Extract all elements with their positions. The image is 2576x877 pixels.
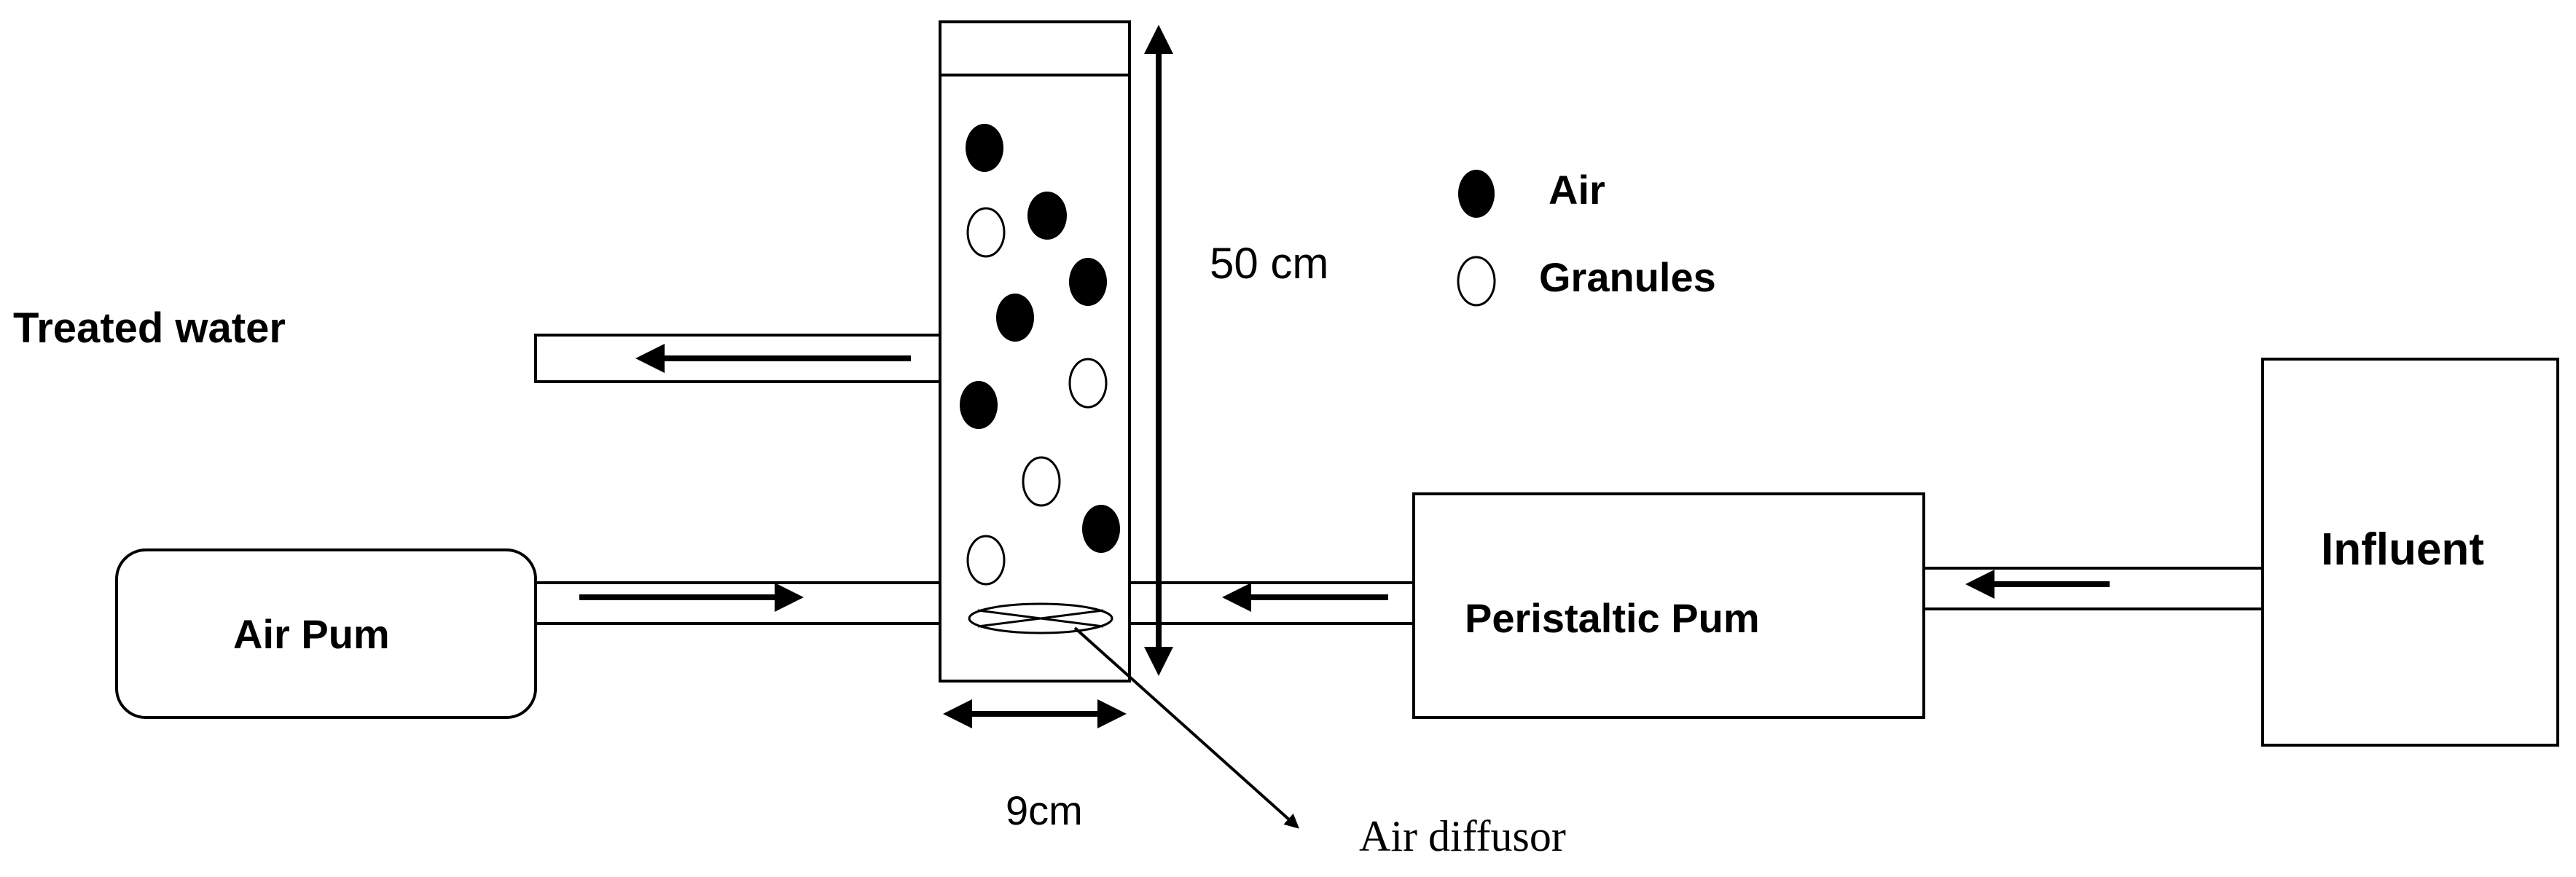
air-bubble	[1069, 258, 1107, 306]
influent-tank	[2261, 358, 2559, 747]
granule	[1068, 358, 1108, 409]
influent-label: Influent	[2321, 524, 2484, 575]
air-bubble	[1027, 192, 1067, 240]
air-diffuser	[968, 602, 1113, 634]
reactor-column	[939, 20, 1131, 683]
air-bubble	[1082, 505, 1120, 553]
granule	[966, 535, 1006, 586]
air-pump-label: Air Pum	[233, 611, 390, 657]
peristaltic-pump-label: Peristaltic Pum	[1465, 595, 1760, 641]
influent-pipe	[1922, 567, 2264, 610]
air-diffusor-label: Air diffusor	[1359, 812, 1566, 860]
granule	[1022, 456, 1061, 507]
air-bubble	[966, 124, 1003, 172]
width-label: 9cm	[1006, 787, 1083, 833]
air-diffusor-leader-arrow	[1073, 626, 1299, 829]
height-label: 50 cm	[1210, 239, 1328, 288]
air-bubble	[960, 381, 998, 429]
legend-granules-label: Granules	[1539, 254, 1716, 300]
legend-granule-symbol	[1457, 256, 1496, 307]
legend-air-label: Air	[1549, 167, 1605, 213]
granule	[966, 207, 1006, 258]
treated-water-label: Treated water	[13, 304, 286, 352]
air-pump-box	[115, 548, 537, 719]
air-bubble	[996, 294, 1034, 342]
air-pump-pipe	[534, 581, 941, 625]
legend-air-symbol	[1458, 170, 1495, 218]
peristaltic-feed-pipe	[1128, 581, 1415, 625]
